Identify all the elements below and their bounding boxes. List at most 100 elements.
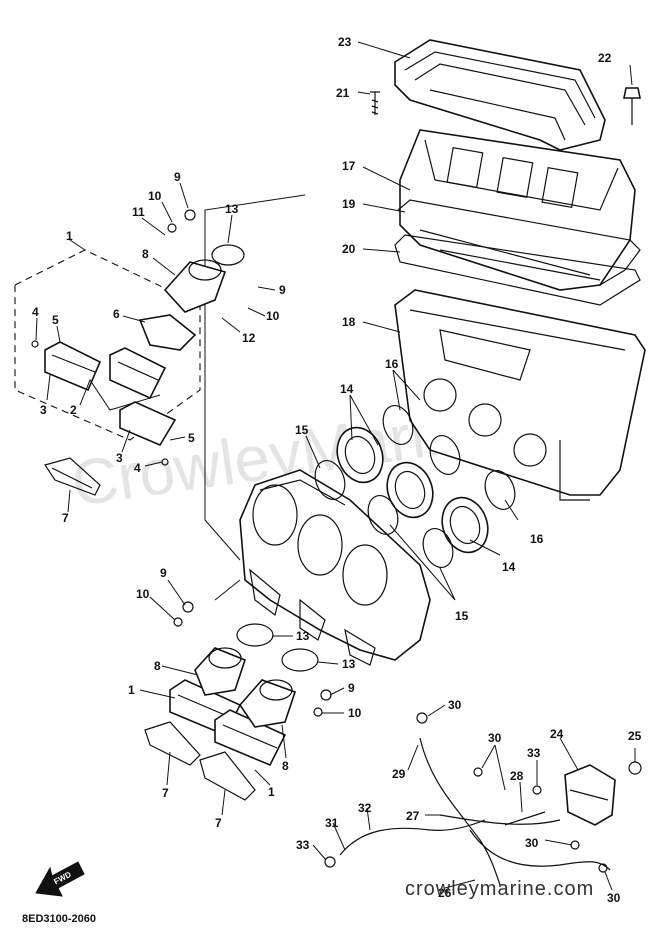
callout-10-lower: 10 — [136, 587, 150, 601]
callout-15-bottom: 15 — [455, 609, 469, 623]
screw-21 — [370, 91, 380, 115]
fuel-hose-27 — [439, 814, 561, 825]
callout-10-upper-right: 10 — [266, 309, 280, 323]
callout-5-lower: 5 — [188, 431, 195, 445]
air-box-cover — [394, 39, 606, 151]
callout-10-right: 10 — [348, 706, 362, 720]
callout-16-bottom: 16 — [530, 532, 544, 546]
callout-4-lower: 4 — [134, 461, 141, 475]
air-box-gasket — [394, 199, 641, 306]
clamp-set-16 — [382, 405, 516, 510]
callout-18: 18 — [342, 315, 356, 329]
bolt-22 — [623, 87, 641, 125]
callout-33-left: 33 — [296, 838, 310, 852]
reed-valve-upper — [44, 341, 177, 447]
callout-1-lower-right: 1 — [268, 785, 275, 799]
callout-9-upper: 9 — [174, 170, 181, 184]
washer-10-upper — [167, 223, 177, 233]
fwd-arrow-icon: FWD — [35, 861, 85, 897]
callout-31: 31 — [325, 816, 339, 830]
callout-13-upper: 13 — [225, 202, 239, 216]
fuel-hose-29 — [419, 737, 501, 886]
clip-30-mid — [473, 767, 483, 777]
callout-29: 29 — [392, 767, 406, 781]
drawing-code: 8ED3100-2060 — [22, 913, 96, 925]
gasket-7-lower — [144, 721, 256, 801]
screw-4-upper — [31, 340, 39, 348]
callout-2: 2 — [70, 403, 77, 417]
callout-11: 11 — [132, 205, 145, 219]
intake-manifold-8-upper — [163, 259, 227, 313]
intake-manifold-8-lower — [194, 647, 297, 728]
intake-boot-set-14 — [336, 426, 489, 554]
callout-22: 22 — [598, 51, 612, 65]
screw-9-upper — [184, 209, 196, 221]
clamp-13-lower-b — [281, 648, 319, 672]
washer-10-right — [313, 707, 323, 717]
clip-33-right — [532, 785, 542, 795]
clip-30-right — [570, 840, 580, 850]
callout-33-right: 33 — [527, 746, 541, 760]
screw-9-right — [320, 689, 332, 701]
callout-25: 25 — [628, 729, 642, 743]
callout-7-upper: 7 — [62, 511, 69, 525]
callout-13-lower-b: 13 — [342, 657, 356, 671]
callout-23: 23 — [338, 35, 352, 49]
callout-9-lower: 9 — [160, 566, 167, 580]
callout-9-right: 9 — [348, 681, 355, 695]
callout-17: 17 — [342, 159, 356, 173]
carburetor-bank — [239, 469, 431, 666]
callout-3-left: 3 — [40, 403, 47, 417]
callout-10-upper: 10 — [148, 189, 162, 203]
screw-9-lower — [182, 601, 194, 613]
callout-4-upper: 4 — [32, 305, 39, 319]
clip-30-top — [416, 712, 428, 724]
nut-25 — [628, 761, 642, 775]
brand-url: crowleymarine.com — [405, 878, 594, 900]
callout-9-upper-right: 9 — [279, 283, 286, 297]
callout-16-top: 16 — [385, 357, 399, 371]
callout-20: 20 — [342, 242, 356, 256]
callout-24: 24 — [550, 727, 564, 741]
callout-1-lower-left: 1 — [128, 683, 135, 697]
callout-19: 19 — [342, 197, 356, 211]
gasket-7-upper — [44, 457, 101, 496]
callout-30-right: 30 — [525, 836, 539, 850]
callout-21: 21 — [336, 86, 350, 100]
callout-7-lower-left: 7 — [162, 786, 169, 800]
callout-15-top: 15 — [295, 423, 309, 437]
callout-7-lower-right: 7 — [215, 816, 222, 830]
callout-1-upper: 1 — [66, 229, 73, 243]
callout-13-lower-a: 13 — [296, 629, 310, 643]
callout-8-lower-right: 8 — [282, 759, 289, 773]
air-box-lower — [394, 289, 646, 501]
callout-8-lower: 8 — [154, 659, 161, 673]
callout-28: 28 — [510, 769, 524, 783]
fuel-pump-24 — [564, 764, 616, 826]
callout-3-right: 3 — [116, 451, 123, 465]
callout-5-upper: 5 — [52, 313, 59, 327]
leader-lines — [35, 41, 636, 891]
callout-30-mid: 30 — [488, 731, 502, 745]
callout-14-bottom: 14 — [502, 560, 516, 574]
callout-26: 26 — [438, 886, 452, 900]
callout-6: 6 — [113, 307, 120, 321]
joint-28 — [504, 811, 546, 826]
reed-valve-lower — [169, 679, 287, 767]
callout-12: 12 — [242, 331, 256, 345]
air-box-upper — [399, 129, 636, 291]
callout-8-upper: 8 — [142, 247, 149, 261]
callout-27: 27 — [406, 809, 420, 823]
clamp-set-15 — [314, 460, 454, 568]
fuel-hose-32 — [339, 819, 486, 856]
clamp-13-lower-a — [236, 623, 274, 647]
clip-30-bottom — [598, 863, 608, 873]
clip-33-left — [324, 856, 336, 868]
callout-30-bottom: 30 — [607, 891, 621, 905]
callout-30-top: 30 — [448, 698, 462, 712]
washer-10-lower — [173, 617, 183, 627]
callout-14-top: 14 — [340, 382, 354, 396]
reed-cover-6 — [138, 314, 197, 351]
clamp-13-upper — [211, 244, 245, 266]
